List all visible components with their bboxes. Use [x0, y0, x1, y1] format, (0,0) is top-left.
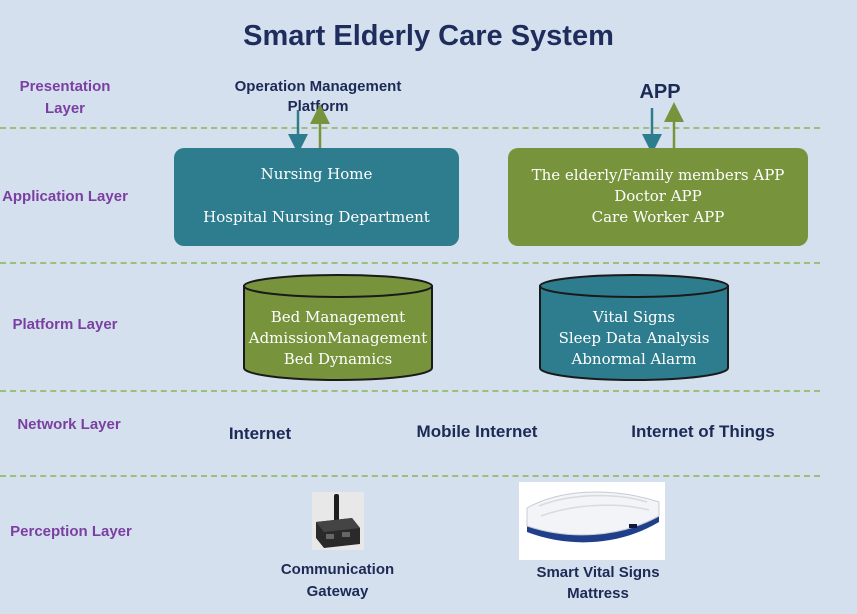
- vital-signs-text: Vital Signs Sleep Data Analysis Abnormal…: [558, 308, 710, 368]
- internet-label: Internet: [228, 424, 292, 443]
- communication-gateway-label: Communication Gateway: [280, 561, 395, 600]
- divider-presentation-application: [0, 127, 820, 129]
- smart-mattress-image: [519, 482, 665, 560]
- layer-label-presentation: Presentation Layer: [19, 78, 111, 117]
- doctor-app-text: Doctor APP: [614, 187, 702, 205]
- layer-arrows: [288, 102, 684, 154]
- diagram-title: Smart Elderly Care System: [243, 20, 614, 52]
- layer-label-application: Application Layer: [2, 188, 128, 205]
- hospital-nursing-text: Hospital Nursing Department: [203, 208, 430, 226]
- communication-gateway-image: [312, 492, 364, 550]
- layer-label-platform: Platform Layer: [12, 316, 118, 333]
- app-users-box: The elderly/Family members APP Doctor AP…: [508, 148, 808, 246]
- divider-application-platform: [0, 262, 820, 264]
- nursing-home-text: Nursing Home: [260, 165, 373, 183]
- nursing-home-box: Nursing Home Hospital Nursing Department: [174, 148, 459, 246]
- bed-management-text: Bed Management AdmissionManagement Bed D…: [248, 308, 428, 368]
- bed-management-cylinder: [243, 274, 433, 381]
- internet-of-things-label: Internet of Things: [631, 422, 775, 441]
- layer-label-network: Network Layer: [17, 416, 121, 433]
- divider-network-perception: [0, 475, 820, 477]
- family-app-text: The elderly/Family members APP: [531, 166, 785, 184]
- care-worker-app-text: Care Worker APP: [591, 208, 725, 226]
- app-label: APP: [639, 81, 681, 103]
- layer-label-perception: Perception Layer: [10, 523, 132, 540]
- smart-mattress-label: Smart Vital Signs Mattress: [536, 564, 660, 602]
- vital-signs-cylinder: [539, 274, 729, 381]
- mobile-internet-label: Mobile Internet: [416, 422, 538, 441]
- divider-platform-network: [0, 390, 820, 392]
